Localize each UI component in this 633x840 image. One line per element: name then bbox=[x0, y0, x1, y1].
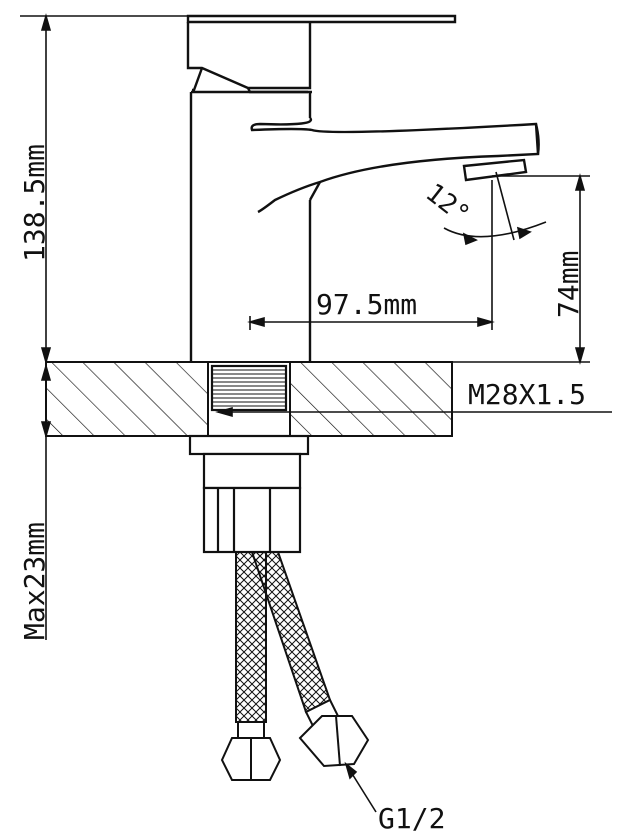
handle bbox=[186, 22, 312, 90]
mounting-nut bbox=[202, 486, 302, 554]
mounting-assembly bbox=[188, 364, 310, 554]
label-angle: 12° bbox=[420, 178, 475, 231]
label-spout-height: 74mm bbox=[552, 251, 585, 318]
label-height-total: 138.5mm bbox=[18, 144, 51, 262]
aerator bbox=[462, 158, 528, 182]
hose-right bbox=[250, 551, 370, 768]
label-reach: 97.5mm bbox=[316, 288, 417, 321]
label-thread: M28X1.5 bbox=[468, 378, 586, 411]
dimension-lines bbox=[20, 13, 612, 813]
label-hose-thread: G1/2 bbox=[378, 802, 445, 835]
spout bbox=[250, 117, 540, 214]
dimension-labels: 138.5mm 74mm 97.5mm M28X1.5 Max23mm 12° … bbox=[18, 144, 586, 835]
faucet-body bbox=[186, 14, 540, 362]
label-max-thickness: Max23mm bbox=[18, 522, 51, 640]
